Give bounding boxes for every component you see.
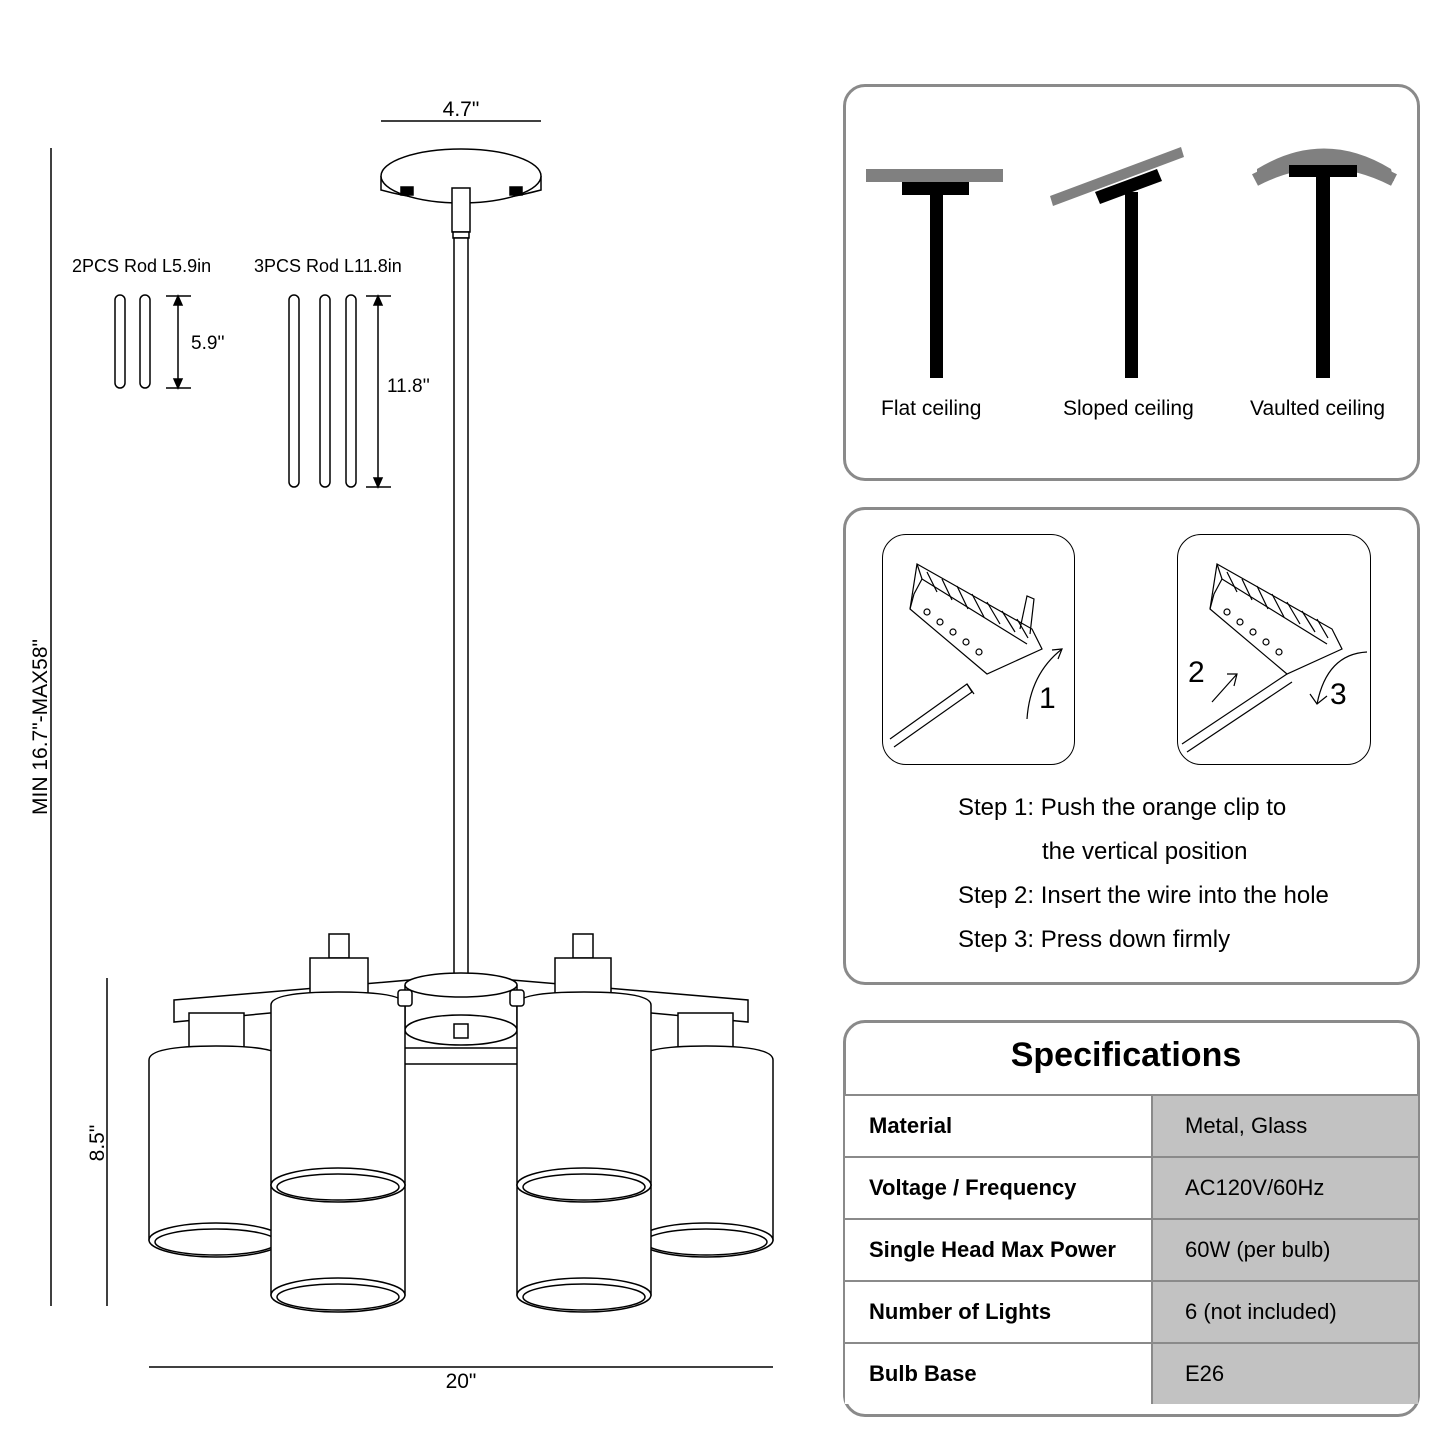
step3-label: Step 3: [958, 926, 1035, 953]
flat-ceiling-label: Flat ceiling [881, 397, 982, 420]
spec-value: AC120V/60Hz [1151, 1156, 1418, 1219]
fixture-width-label: 20" [446, 1370, 477, 1393]
step1-line: Step 1: Push the orange clip to [958, 794, 1286, 822]
connector-step23-drawing: 2 3 [1181, 563, 1368, 753]
long-rods [288, 294, 357, 488]
spec-key: Voltage / Frequency [845, 1156, 1152, 1219]
specifications-table: Material Metal, Glass Voltage / Frequenc… [845, 1094, 1418, 1404]
connector-step23-illustration [1177, 534, 1371, 765]
specifications-title: Specifications [1010, 1036, 1242, 1074]
ceiling-types-diagram [866, 147, 1397, 378]
step3-text: Press down firmly [1040, 926, 1231, 953]
short-rods [114, 294, 151, 389]
sloped-ceiling-label: Sloped ceiling [1063, 397, 1194, 420]
step2-text: Insert the wire into the hole [1040, 882, 1329, 909]
connector-marker-1: 1 [1039, 682, 1056, 715]
spec-row-voltage: Voltage / Frequency AC120V/60Hz [845, 1156, 1418, 1219]
flat-ceiling-icon [866, 169, 1003, 378]
canopy-width-label: 4.7" [443, 98, 480, 121]
rod-set-long-label: 3PCS Rod L11.8in [254, 256, 402, 276]
connector-marker-3: 3 [1330, 678, 1347, 711]
light-fixture [148, 933, 774, 1313]
spec-value: E26 [1151, 1342, 1418, 1404]
spec-key: Number of Lights [845, 1280, 1152, 1343]
spec-key: Material [845, 1094, 1152, 1157]
spec-key: Bulb Base [845, 1342, 1152, 1404]
spec-value: 6 (not included) [1151, 1280, 1418, 1343]
vaulted-ceiling-icon [1251, 148, 1397, 378]
down-rod [453, 237, 469, 979]
canopy [380, 148, 542, 239]
vaulted-ceiling-label: Vaulted ceiling [1250, 397, 1386, 420]
spec-row-lights: Number of Lights 6 (not included) [845, 1280, 1418, 1343]
spec-row-power: Single Head Max Power 60W (per bulb) [845, 1218, 1418, 1281]
spec-row-material: Material Metal, Glass [845, 1094, 1418, 1157]
spec-row-bulb-base: Bulb Base E26 [845, 1342, 1418, 1404]
step1-text: Push the orange clip to [1040, 794, 1287, 821]
rod-long-length: 11.8'' [387, 376, 430, 397]
connector-marker-2: 2 [1188, 656, 1205, 689]
spec-value: Metal, Glass [1151, 1094, 1418, 1157]
spec-value: 60W (per bulb) [1151, 1218, 1418, 1281]
connector-step1-illustration [882, 534, 1075, 765]
sloped-ceiling-icon [1050, 147, 1184, 378]
step2-label: Step 2: [958, 882, 1035, 909]
step1-label: Step 1: [958, 794, 1035, 821]
step1-text-cont: the vertical position [1042, 838, 1248, 865]
long-rod-dimension [366, 294, 391, 489]
rod-short-length: 5.9'' [191, 333, 225, 354]
spec-key: Single Head Max Power [845, 1218, 1152, 1281]
total-height-label: MIN 16.7"-MAX58" [29, 639, 52, 815]
fixture-drawing: 4.7" MIN 16.7"-MAX58" 2PCS Rod L5.9in 5.… [29, 98, 774, 1393]
fixture-height-label: 8.5" [86, 1125, 109, 1162]
connector-step1-drawing: 1 [889, 563, 1063, 748]
step3-line: Step 3: Press down firmly [958, 926, 1230, 954]
step2-line: Step 2: Insert the wire into the hole [958, 882, 1329, 910]
connector-panel [843, 507, 1420, 985]
rod-set-short-label: 2PCS Rod L5.9in [72, 256, 211, 276]
short-rod-dimension [166, 294, 191, 390]
